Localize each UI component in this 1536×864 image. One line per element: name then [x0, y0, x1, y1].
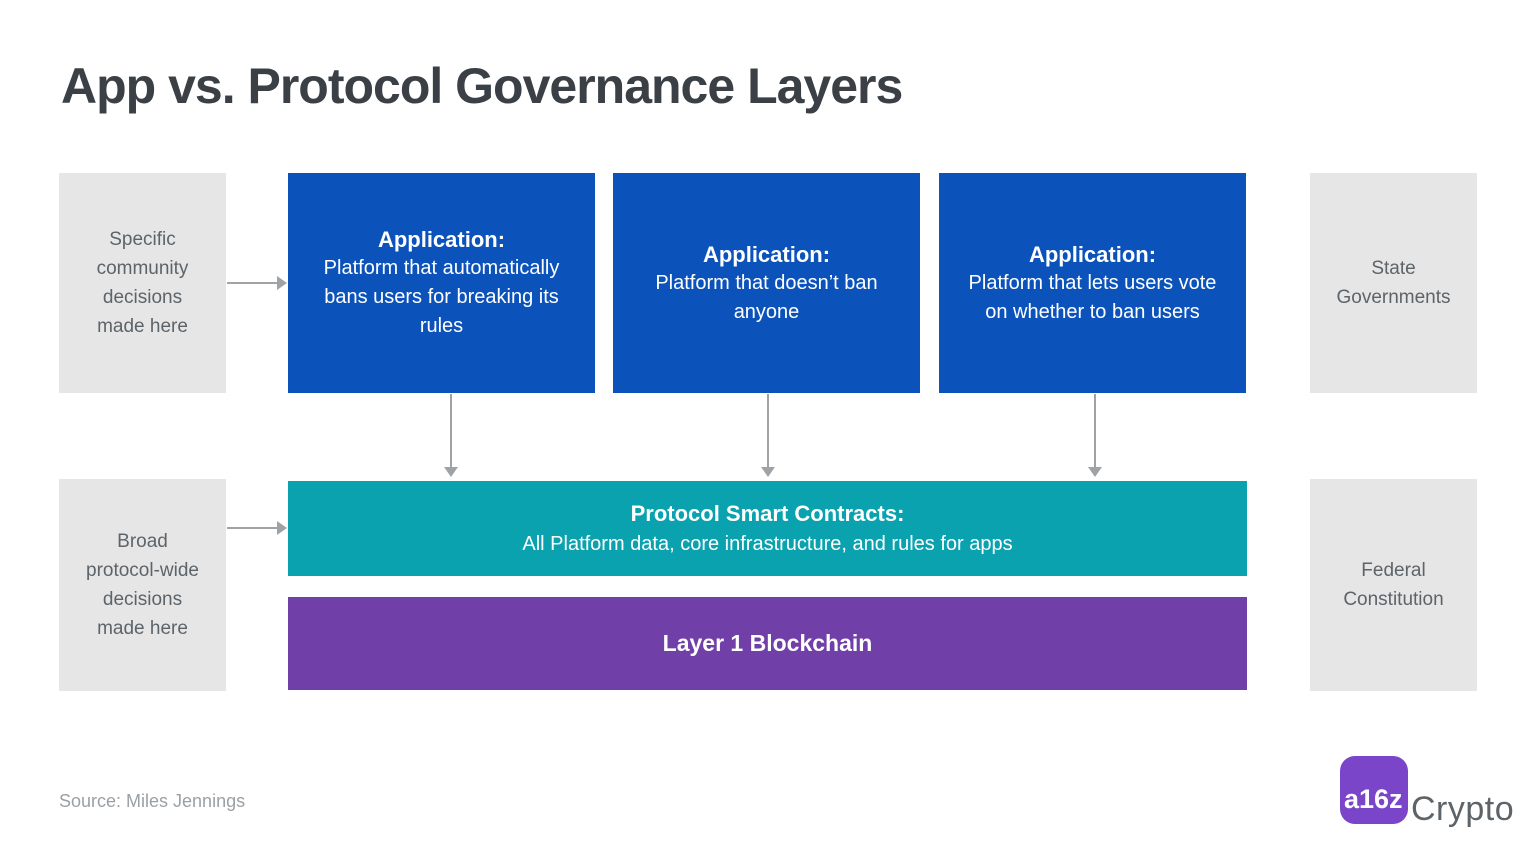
protocol-heading: Protocol Smart Contracts: — [630, 500, 905, 526]
arrow-application3-to-protocol-icon — [1088, 394, 1102, 478]
annotation-specific-decisions-label: Specific community decisions made here — [96, 229, 189, 337]
annotation-broad-decisions: Broad protocol-wide decisions made here — [59, 479, 226, 691]
layer1-blockchain-box: Layer 1 Blockchain — [288, 597, 1247, 690]
annotation-broad-decisions-label: Broad protocol-wide decisions made here — [86, 531, 199, 639]
arrow-application2-to-protocol-icon — [761, 394, 775, 478]
arrow-head-icon — [761, 467, 775, 477]
application-2-heading: Application: — [702, 241, 831, 267]
arrow-shaft — [767, 394, 769, 468]
arrow-shaft — [1094, 394, 1096, 468]
arrow-shaft — [450, 394, 452, 468]
arrow-application1-to-protocol-icon — [444, 394, 458, 478]
annotation-federal-constitution-label: Federal Constitution — [1343, 560, 1444, 610]
application-box-2: Application: Platform that doesn’t ban a… — [613, 173, 920, 393]
application-box-3: Application: Platform that lets users vo… — [939, 173, 1246, 393]
annotation-specific-decisions: Specific community decisions made here — [59, 173, 226, 393]
application-3-heading: Application: — [1028, 241, 1157, 267]
arrow-head-icon — [444, 467, 458, 477]
arrow-shaft — [227, 527, 278, 529]
protocol-smart-contracts-box: Protocol Smart Contracts: All Platform d… — [288, 481, 1247, 576]
source-note: Source: Miles Jennings — [59, 791, 246, 811]
protocol-body: All Platform data, core infrastructure, … — [522, 532, 1013, 555]
arrow-head-icon — [277, 521, 287, 535]
arrow-head-icon — [277, 276, 287, 290]
arrow-broad-to-protocol-icon — [227, 521, 287, 535]
annotation-state-governments: State Governments — [1310, 173, 1477, 393]
a16z-crypto-logo: a16z Crypto — [1340, 756, 1514, 828]
application-1-heading: Application: — [377, 227, 506, 252]
a16z-logo-mark: a16z — [1344, 784, 1403, 814]
application-box-1: Application: Platform that automatically… — [288, 173, 595, 393]
arrow-shaft — [227, 282, 278, 284]
annotation-state-governments-label: State Governments — [1336, 258, 1451, 308]
arrow-head-icon — [1088, 467, 1102, 477]
application-1-body: Platform that automatically bans users f… — [323, 257, 560, 337]
application-2-body: Platform that doesn’t ban anyone — [655, 271, 878, 323]
page-title: App vs. Protocol Governance Layers — [61, 58, 903, 114]
blockchain-label: Layer 1 Blockchain — [662, 630, 873, 656]
a16z-logo-icon: a16z — [1340, 756, 1408, 824]
application-3-body: Platform that lets users vote on whether… — [968, 271, 1217, 323]
a16z-logo-wordmark: Crypto — [1411, 790, 1515, 828]
arrow-specific-to-application-icon — [227, 276, 287, 290]
annotation-federal-constitution: Federal Constitution — [1310, 479, 1477, 691]
